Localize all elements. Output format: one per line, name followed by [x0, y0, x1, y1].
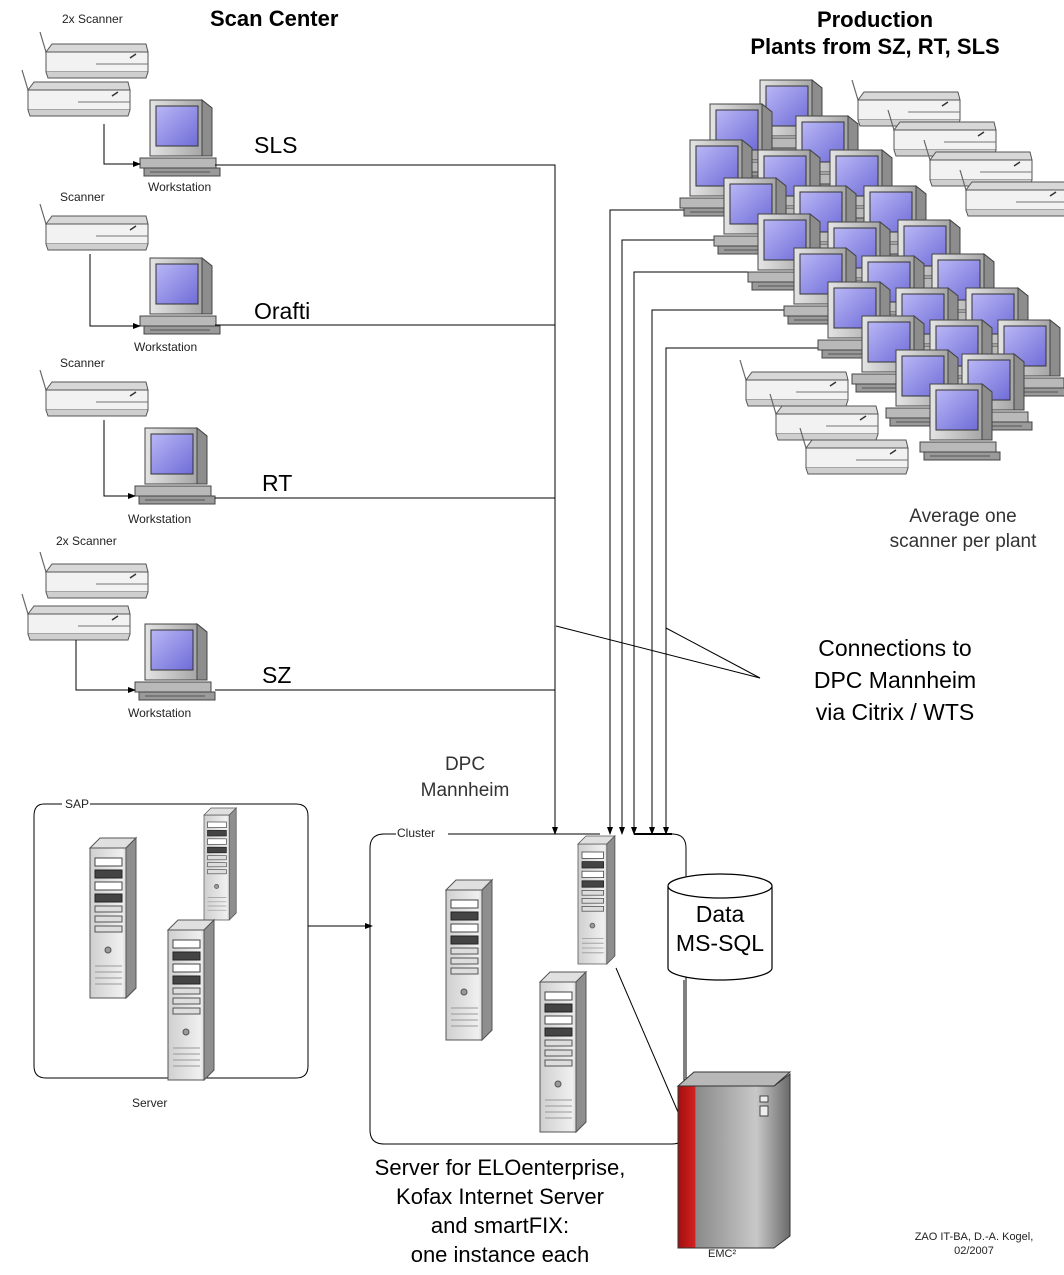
scanner-icon [739, 359, 849, 407]
workstation-label: Workstation [128, 512, 192, 526]
server-icon [203, 807, 237, 921]
workstation-label: Workstation [134, 340, 198, 354]
site-rt-devices [39, 369, 216, 505]
footer-line1: ZAO IT-BA, D.-A. Kogel, [914, 1231, 1034, 1243]
scanner-label: 2x Scanner [56, 534, 117, 548]
connections-note: Connections to DPC Mannheim via Citrix /… [770, 632, 1020, 728]
workstation-icon [134, 623, 216, 701]
connections-line2: DPC Mannheim [813, 667, 977, 693]
dpc-label: DPC Mannheim [400, 752, 530, 804]
workstation-label: Workstation [148, 180, 212, 194]
footer-credit: ZAO IT-BA, D.-A. Kogel, 02/2007 [884, 1230, 1064, 1258]
scanner-icon [39, 551, 149, 599]
cluster-desc-line4: one instance each [410, 1242, 590, 1267]
emc-storage-icon [676, 1071, 792, 1249]
server-icon [577, 835, 616, 965]
site-sz-devices [21, 551, 216, 701]
server-icon [539, 971, 587, 1133]
scanner-icon [39, 203, 149, 251]
site-label-rt: RT [262, 470, 293, 496]
plant-connection-lines [607, 209, 856, 835]
workstation-icon [139, 99, 221, 177]
cluster-description: Server for ELOenterprise, Kofax Internet… [350, 1153, 650, 1269]
database-label: Data MS-SQL [668, 900, 772, 958]
footer-line2: 02/2007 [954, 1245, 994, 1257]
connections-callout-lines [555, 625, 761, 679]
site-connection-lines [215, 164, 558, 835]
server-icon [167, 919, 215, 1081]
scanner-icon [851, 79, 961, 127]
workstation-label: Workstation [128, 706, 192, 720]
scanner-icon [39, 31, 149, 79]
scanner-icon [39, 369, 149, 417]
production-note-line1: Average one [909, 506, 1017, 527]
production-note-line2: scanner per plant [889, 531, 1037, 552]
server-icon [445, 879, 493, 1041]
dpc-line2: Mannheim [420, 780, 510, 801]
database-line2: MS-SQL [675, 930, 765, 956]
production-note: Average one scanner per plant [868, 504, 1058, 554]
site-label-orafti: Orafti [254, 298, 311, 324]
cluster-group [369, 833, 687, 1145]
sap-group [33, 803, 373, 1081]
cluster-desc-line3: and smartFIX: [430, 1213, 570, 1238]
scanner-label: Scanner [60, 356, 105, 370]
site-orafti-devices [39, 203, 221, 335]
database-line1: Data [695, 901, 745, 927]
emc-label: EMC² [708, 1248, 737, 1260]
sap-server-label: Server [132, 1096, 168, 1110]
server-icon [89, 837, 137, 999]
cluster-desc-line2: Kofax Internet Server [396, 1184, 604, 1209]
scanner-icon [21, 593, 131, 641]
connections-line1: Connections to [818, 635, 972, 661]
connections-line3: via Citrix / WTS [815, 699, 975, 725]
workstation-icon [919, 383, 1001, 461]
cluster-desc-line1: Server for ELOenterprise, [374, 1155, 626, 1180]
database-cylinder [667, 873, 773, 1120]
scanner-label: 2x Scanner [62, 12, 123, 26]
sap-group-label: SAP [64, 797, 91, 811]
production-plants-equipment [679, 79, 1064, 475]
production-title: Production Plants from SZ, RT, SLS [700, 6, 1050, 60]
dpc-line1: DPC [444, 754, 486, 775]
cluster-group-label: Cluster [396, 826, 437, 840]
site-label-sls: SLS [254, 132, 298, 158]
site-label-sz: SZ [262, 662, 292, 688]
workstation-icon [139, 257, 221, 335]
site-sls-devices [21, 31, 221, 177]
production-title-line2: Plants from SZ, RT, SLS [750, 34, 1000, 59]
production-title-line1: Production [816, 7, 934, 32]
scanner-label: Scanner [60, 190, 105, 204]
scan-center-title: Scan Center [210, 6, 339, 31]
workstation-icon [134, 427, 216, 505]
